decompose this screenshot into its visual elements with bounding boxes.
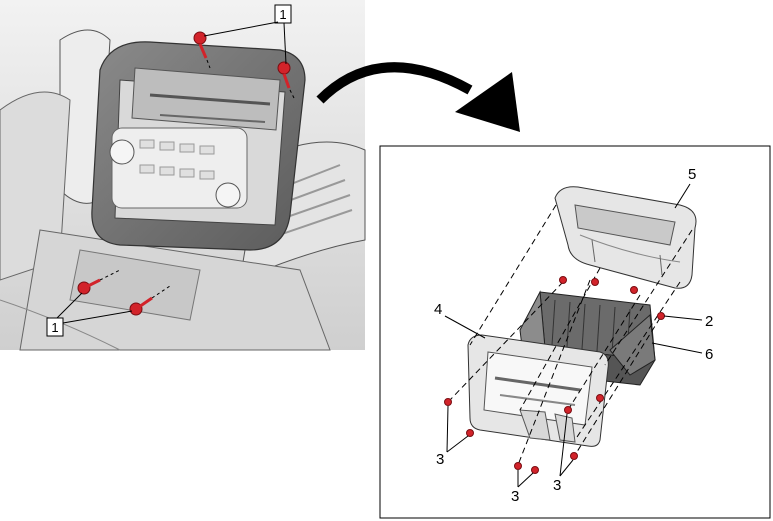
svg-text:5: 5 bbox=[688, 166, 696, 183]
svg-text:2: 2 bbox=[705, 313, 713, 330]
svg-text:3: 3 bbox=[436, 451, 444, 468]
svg-text:3: 3 bbox=[553, 477, 561, 494]
fastener-bottom-right bbox=[129, 296, 153, 316]
callout-3-center: 3 bbox=[511, 470, 534, 505]
callout-4: 4 bbox=[434, 301, 486, 339]
fastener-top-right bbox=[277, 61, 291, 89]
detail-fasteners bbox=[444, 276, 665, 474]
svg-text:3: 3 bbox=[511, 488, 519, 505]
radio-bezel-installed bbox=[91, 41, 306, 251]
svg-text:1: 1 bbox=[51, 320, 58, 335]
svg-text:1: 1 bbox=[279, 7, 286, 22]
fastener-top-left bbox=[193, 31, 208, 59]
fastener-clip-6 bbox=[570, 452, 578, 460]
fastener-clip-2 bbox=[466, 429, 474, 437]
callout-2: 2 bbox=[663, 313, 713, 330]
callout-3-right: 3 bbox=[553, 413, 574, 494]
callout-3-left: 3 bbox=[436, 405, 469, 468]
left-knob bbox=[109, 139, 135, 165]
fastener-module-3 bbox=[630, 286, 638, 294]
transition-arrow bbox=[316, 62, 520, 132]
fastener-module-1 bbox=[559, 276, 567, 284]
callout-1-top: 1 bbox=[203, 4, 292, 65]
fastener-module-2 bbox=[591, 278, 599, 286]
fastener-bottom-left bbox=[77, 278, 101, 295]
callout-1-bottom: 1 bbox=[46, 292, 133, 337]
fastener-clip-1 bbox=[444, 398, 452, 406]
alignment-lines bbox=[449, 204, 693, 466]
upper-trim-bezel bbox=[554, 186, 697, 289]
dashboard-overview: 1 1 bbox=[0, 0, 366, 351]
detail-panel: 5 2 4 6 3 3 3 bbox=[379, 145, 771, 519]
fastener-clip-4 bbox=[531, 466, 539, 474]
callout-5: 5 bbox=[674, 166, 696, 209]
fastener-clip-7 bbox=[596, 394, 604, 402]
right-knob bbox=[215, 182, 241, 208]
svg-text:4: 4 bbox=[434, 301, 442, 318]
fastener-module-4 bbox=[657, 312, 665, 320]
fastener-clip-3 bbox=[514, 462, 522, 470]
fastener-clip-5 bbox=[564, 406, 572, 414]
callout-6: 6 bbox=[651, 342, 713, 363]
svg-text:6: 6 bbox=[705, 346, 713, 363]
lower-mounting-bracket bbox=[467, 334, 609, 447]
